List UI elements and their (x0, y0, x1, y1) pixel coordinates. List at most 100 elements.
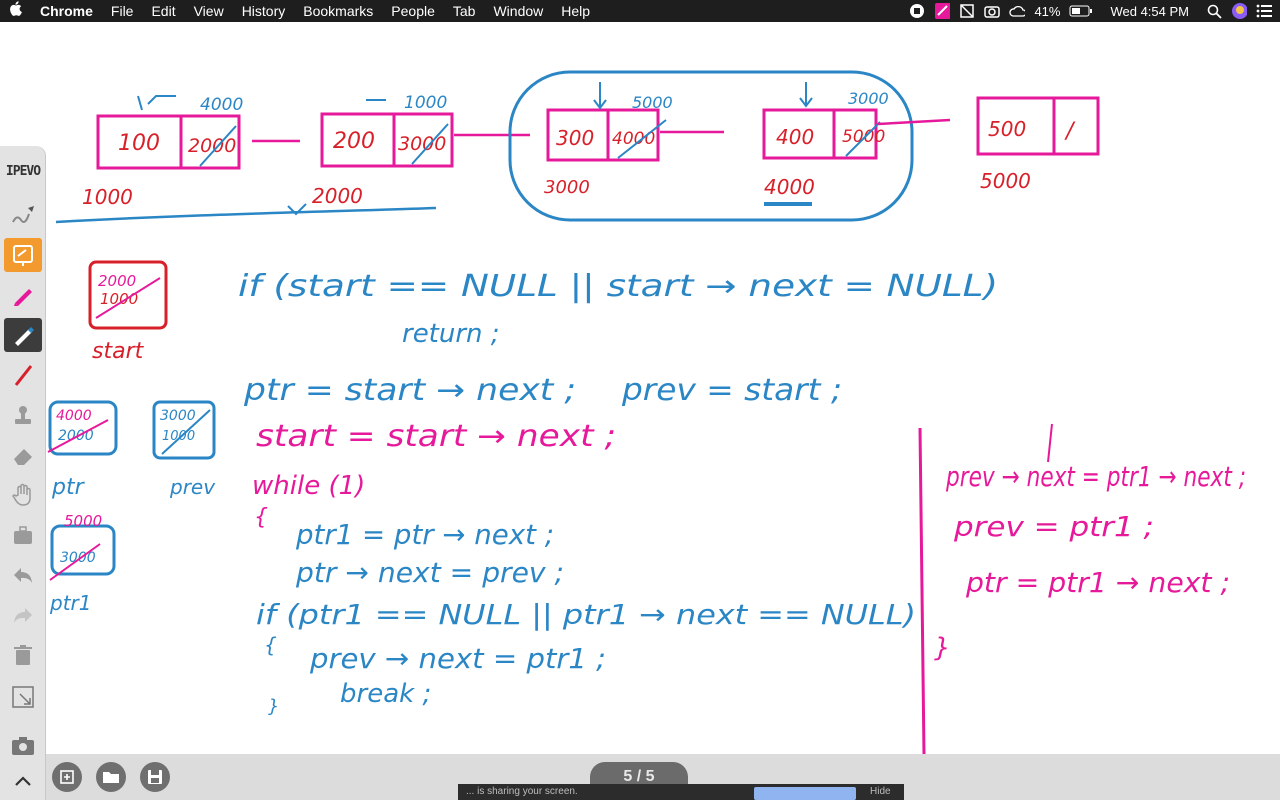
code-reverse-link: ptr → next = prev ; (295, 556, 564, 589)
ptr1-box-label: ptr1 (49, 591, 91, 615)
code-return: return ; (402, 319, 500, 349)
stamp-icon[interactable] (4, 398, 42, 432)
ptr1-variable-box: 5000 3000 ptr1 (49, 512, 116, 615)
ptr-box-label: ptr (51, 475, 86, 500)
code-divider (918, 427, 926, 754)
prev-box-label: prev (169, 475, 216, 499)
macos-menu-bar: Chrome File Edit View History Bookmarks … (0, 0, 1280, 22)
presentation-bottom-bar: 5 / 5 ... is sharing your screen. Hide (46, 754, 1280, 800)
menu-tab[interactable]: Tab (452, 3, 476, 19)
spotlight-search-icon[interactable] (1206, 3, 1222, 19)
apple-logo-icon[interactable] (0, 0, 31, 22)
node-1-value: 100 (118, 131, 160, 156)
menu-history[interactable]: History (241, 3, 286, 19)
undo-icon[interactable] (4, 558, 42, 592)
list-node-5: 500 / 5000 (976, 96, 1100, 193)
battery-icon[interactable] (1069, 3, 1093, 19)
active-pair-group (508, 70, 914, 222)
whiteboard-canvas[interactable]: .hw { font-family: "DejaVu Sans", sans-s… (0, 22, 1280, 754)
list-node-4: 400 5000 4000 (762, 108, 885, 206)
battery-percent: 41% (1034, 3, 1061, 19)
node-2-address: 2000 (312, 184, 363, 208)
magenta-pen-icon[interactable] (4, 278, 42, 312)
node-1-address: 1000 (82, 185, 133, 209)
ptr-variable-box: 4000 2000 ptr (47, 400, 118, 500)
menu-app-name[interactable]: Chrome (40, 3, 93, 19)
menu-bookmarks[interactable]: Bookmarks (303, 3, 374, 19)
toolbox-icon[interactable] (4, 518, 42, 552)
code-side-prev-next: prev → next = ptr1 → next ; (945, 460, 1246, 493)
blue-pen-icon[interactable] (4, 318, 42, 352)
menubar-clock[interactable]: Wed 4:54 PM (1110, 3, 1189, 19)
trash-icon[interactable] (4, 638, 42, 672)
node-5-address: 5000 (980, 169, 1031, 193)
crop-tool-icon[interactable] (959, 3, 975, 19)
code-prev-init: prev = start ; (621, 373, 842, 408)
ptr1-box-old-value: 3000 (60, 550, 96, 566)
hide-banner-button[interactable]: Hide (870, 786, 891, 797)
code-if-close-brace: } (268, 696, 279, 717)
screen-share-banner: ... is sharing your screen. Hide (458, 784, 904, 800)
code-start-advance: start = start → next ; (256, 419, 616, 454)
collapse-toolbar-chevron-icon[interactable] (4, 764, 42, 798)
record-stop-icon[interactable] (909, 3, 925, 19)
start-box-old-value: 1000 (100, 290, 138, 308)
node-5-next: / (1064, 119, 1076, 144)
code-if-open-brace: { (264, 633, 277, 657)
code-ptr-init: ptr = start → next ; (243, 373, 576, 408)
code-ptr1-assign: ptr1 = ptr → next ; (295, 518, 554, 551)
open-folder-icon[interactable] (96, 762, 126, 792)
ptr-box-new-value: 4000 (56, 408, 92, 424)
node-3-new-next: 5000 (632, 93, 673, 112)
start-variable-box: 2000 1000 start (88, 260, 168, 364)
code-side-prev-assign: prev = ptr1 ; (953, 510, 1154, 543)
prev-box-old-value: 1000 (162, 429, 195, 444)
status-tray: 41% Wed 4:54 PM (909, 0, 1272, 22)
menu-file[interactable]: File (110, 3, 134, 19)
menu-window[interactable]: Window (493, 3, 544, 19)
whiteboard-icon[interactable] (4, 238, 42, 272)
eraser-icon[interactable] (4, 438, 42, 472)
notification-center-icon[interactable] (1256, 3, 1272, 19)
code-side-ptr-assign: ptr = ptr1 → next ; (965, 566, 1230, 599)
annotate-app-icon[interactable] (934, 3, 951, 19)
new-page-icon[interactable] (52, 762, 82, 792)
code-break: break ; (340, 679, 431, 709)
cloud-sync-icon[interactable] (1009, 3, 1026, 19)
annotation-toolbar: IPEVO (0, 146, 46, 800)
ipevo-logo: IPEVO (5, 164, 41, 179)
node-3-value: 300 (556, 126, 594, 150)
node-5-value: 500 (988, 117, 1026, 141)
camera-menu-icon[interactable] (984, 3, 1001, 19)
node-4-new-next: 3000 (848, 89, 889, 108)
redo-icon[interactable] (4, 598, 42, 632)
code-prev-link-ptr1: prev → next = ptr1 ; (309, 642, 606, 675)
prev-variable-box: 3000 1000 prev (152, 400, 216, 499)
pen-mode-icon[interactable] (4, 198, 42, 232)
node-4-address: 4000 (764, 175, 815, 199)
menu-help[interactable]: Help (561, 3, 591, 19)
save-icon[interactable] (140, 762, 170, 792)
node-3-address: 3000 (544, 177, 590, 198)
node-2-value: 200 (333, 129, 375, 154)
code-if-ptr1-null: if (ptr1 == NULL || ptr1 → next == NULL) (256, 598, 916, 631)
start-box-label: start (92, 339, 145, 364)
capture-icon[interactable] (4, 680, 42, 714)
camera-icon[interactable] (4, 728, 42, 762)
code-while-loop: while (1) (252, 471, 365, 501)
start-box-new-value: 2000 (98, 272, 136, 290)
hand-icon[interactable] (4, 478, 42, 512)
menu-view[interactable]: View (193, 3, 224, 19)
red-pen-icon[interactable] (4, 358, 42, 392)
code-if-null-check: if (start == NULL || start → next = NULL… (238, 269, 998, 304)
menu-edit[interactable]: Edit (151, 3, 176, 19)
menu-people[interactable]: People (391, 3, 435, 19)
node-1-new-next: 4000 (200, 95, 243, 115)
list-node-2: 200 3000 2000 (312, 112, 454, 208)
stop-sharing-button[interactable] (754, 787, 856, 800)
user-avatar-icon[interactable] (1231, 3, 1247, 19)
node-2-new-next: 1000 (404, 93, 447, 113)
node-3-next: 4000 (612, 129, 655, 149)
node-4-value: 400 (776, 125, 814, 149)
code-side-close-brace: } (934, 633, 951, 663)
